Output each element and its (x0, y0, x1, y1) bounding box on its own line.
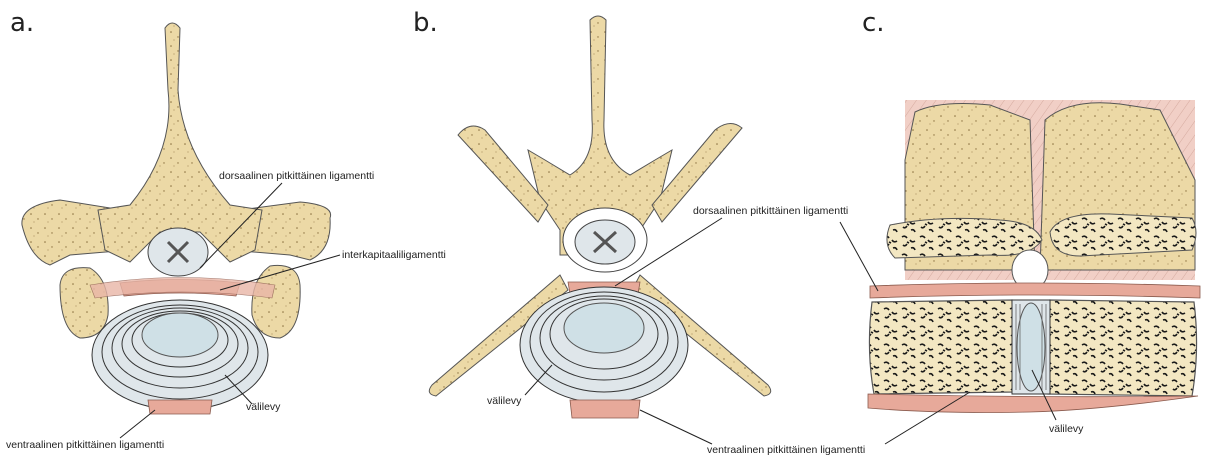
label-a-ventral-ligament: ventraalinen pitkittäinen ligamentti (6, 439, 164, 451)
panel-b-drawing (429, 16, 770, 444)
label-b-dorsal-ligament: dorsaalinen pitkittäinen ligamentti (693, 205, 848, 217)
panel-a-drawing (22, 23, 340, 438)
label-b-disc: välilevy (487, 395, 521, 407)
interkap-ligament (90, 278, 275, 299)
vertebral-body-left (869, 300, 1014, 394)
nucleus-b (564, 303, 644, 353)
vertebral-body-right (1048, 300, 1197, 396)
label-a-interkapital-ligament: interkapitaaliligamentti (342, 249, 446, 261)
upper-marrow-left (887, 218, 1042, 258)
dorsal-ligament-c (870, 283, 1200, 298)
upper-marrow-right (1050, 214, 1196, 256)
ventral-ligament-a (148, 400, 212, 414)
ventral-ligament-c (868, 394, 1198, 413)
nucleus-a (142, 313, 218, 357)
label-a-disc: välilevy (246, 401, 280, 413)
label-b-ventral-ligament: ventraalinen pitkittäinen ligamentti (707, 444, 865, 456)
spinous-process (98, 23, 262, 262)
label-c-disc: välilevy (1049, 423, 1083, 435)
panel-c-drawing (840, 100, 1200, 444)
rib-head-left (60, 268, 108, 338)
rib-head-right (252, 265, 300, 338)
ventral-ligament-b (570, 400, 640, 418)
label-a-dorsal-ligament: dorsaalinen pitkittäinen ligamentti (219, 170, 374, 182)
